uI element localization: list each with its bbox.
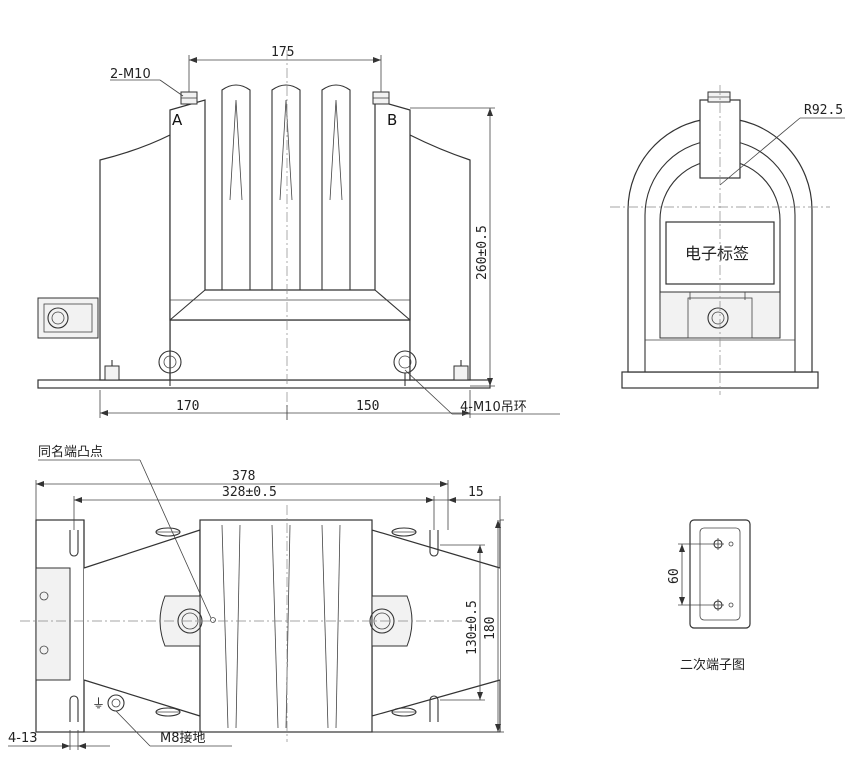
label-polarity-mark: 同名端凸点 [38,444,103,460]
secondary-terminal-view: 60 二次端子图 [667,519,751,673]
dim-150: 150 [356,399,379,414]
front-shed-1 [221,84,251,290]
svg-text:⏚: ⏚ [92,697,105,712]
plan-terminal-right [369,595,413,647]
dim-378: 378 [232,469,255,484]
plan-ring-tl [155,527,181,537]
lifting-ring-left [158,350,182,386]
front-view: 175 2-M10 A B 260±0.5 170 150 4-M10吊环 [37,45,560,420]
label-electronic-tag: 电子标签 [685,244,749,263]
label-terminal-bolts: 2-M10 [110,67,151,82]
caption-secondary-terminal: 二次端子图 [680,657,745,673]
dim-15: 15 [468,485,484,500]
dim-r92-5: R92.5 [804,103,843,118]
polarity-dot [210,617,216,623]
plan-ring-bl [155,707,181,717]
plan-main-body [199,519,373,733]
label-terminal-b: B [387,111,397,129]
front-main-body [169,99,411,321]
plan-ring-tr [391,527,417,537]
front-lower-block [169,319,411,381]
base-bolt-left [104,360,120,381]
dim-130: 130±0.5 [465,600,480,655]
mount-slot-br [429,695,439,722]
dim-260: 260±0.5 [475,225,490,280]
label-ground: M8接地 [160,730,206,746]
lifting-ring-right [393,350,417,386]
front-right-shoulder [409,134,471,381]
label-lifting-rings: 4-M10吊环 [460,400,527,415]
base-bolt-right [453,360,469,381]
mount-slot-tr [429,530,439,557]
plan-ring-br [391,707,417,717]
side-view: 电子标签 R92.5 [610,85,845,395]
dim-328: 328±0.5 [222,485,277,500]
secondary-terminal-1 [712,538,734,550]
front-shed-2 [271,84,301,290]
mount-slot-tl [69,530,79,557]
label-mount-holes: 4-13 [8,731,38,746]
front-left-shoulder [99,134,171,381]
front-shed-3 [321,84,351,290]
label-terminal-a: A [172,111,183,129]
front-base-plate [37,379,491,389]
dim-175: 175 [271,45,294,60]
dim-180: 180 [483,617,498,640]
plan-view: ⏚ 378 328±0.5 15 130±0.5 [8,444,504,750]
secondary-terminal-plate [689,519,751,629]
front-body-trapezoid [169,289,411,321]
dim-60: 60 [667,568,682,584]
ground-screw: ⏚ [92,694,125,712]
secondary-terminal-2 [712,599,734,611]
mount-slot-bl [69,695,79,722]
dim-170: 170 [176,399,199,414]
